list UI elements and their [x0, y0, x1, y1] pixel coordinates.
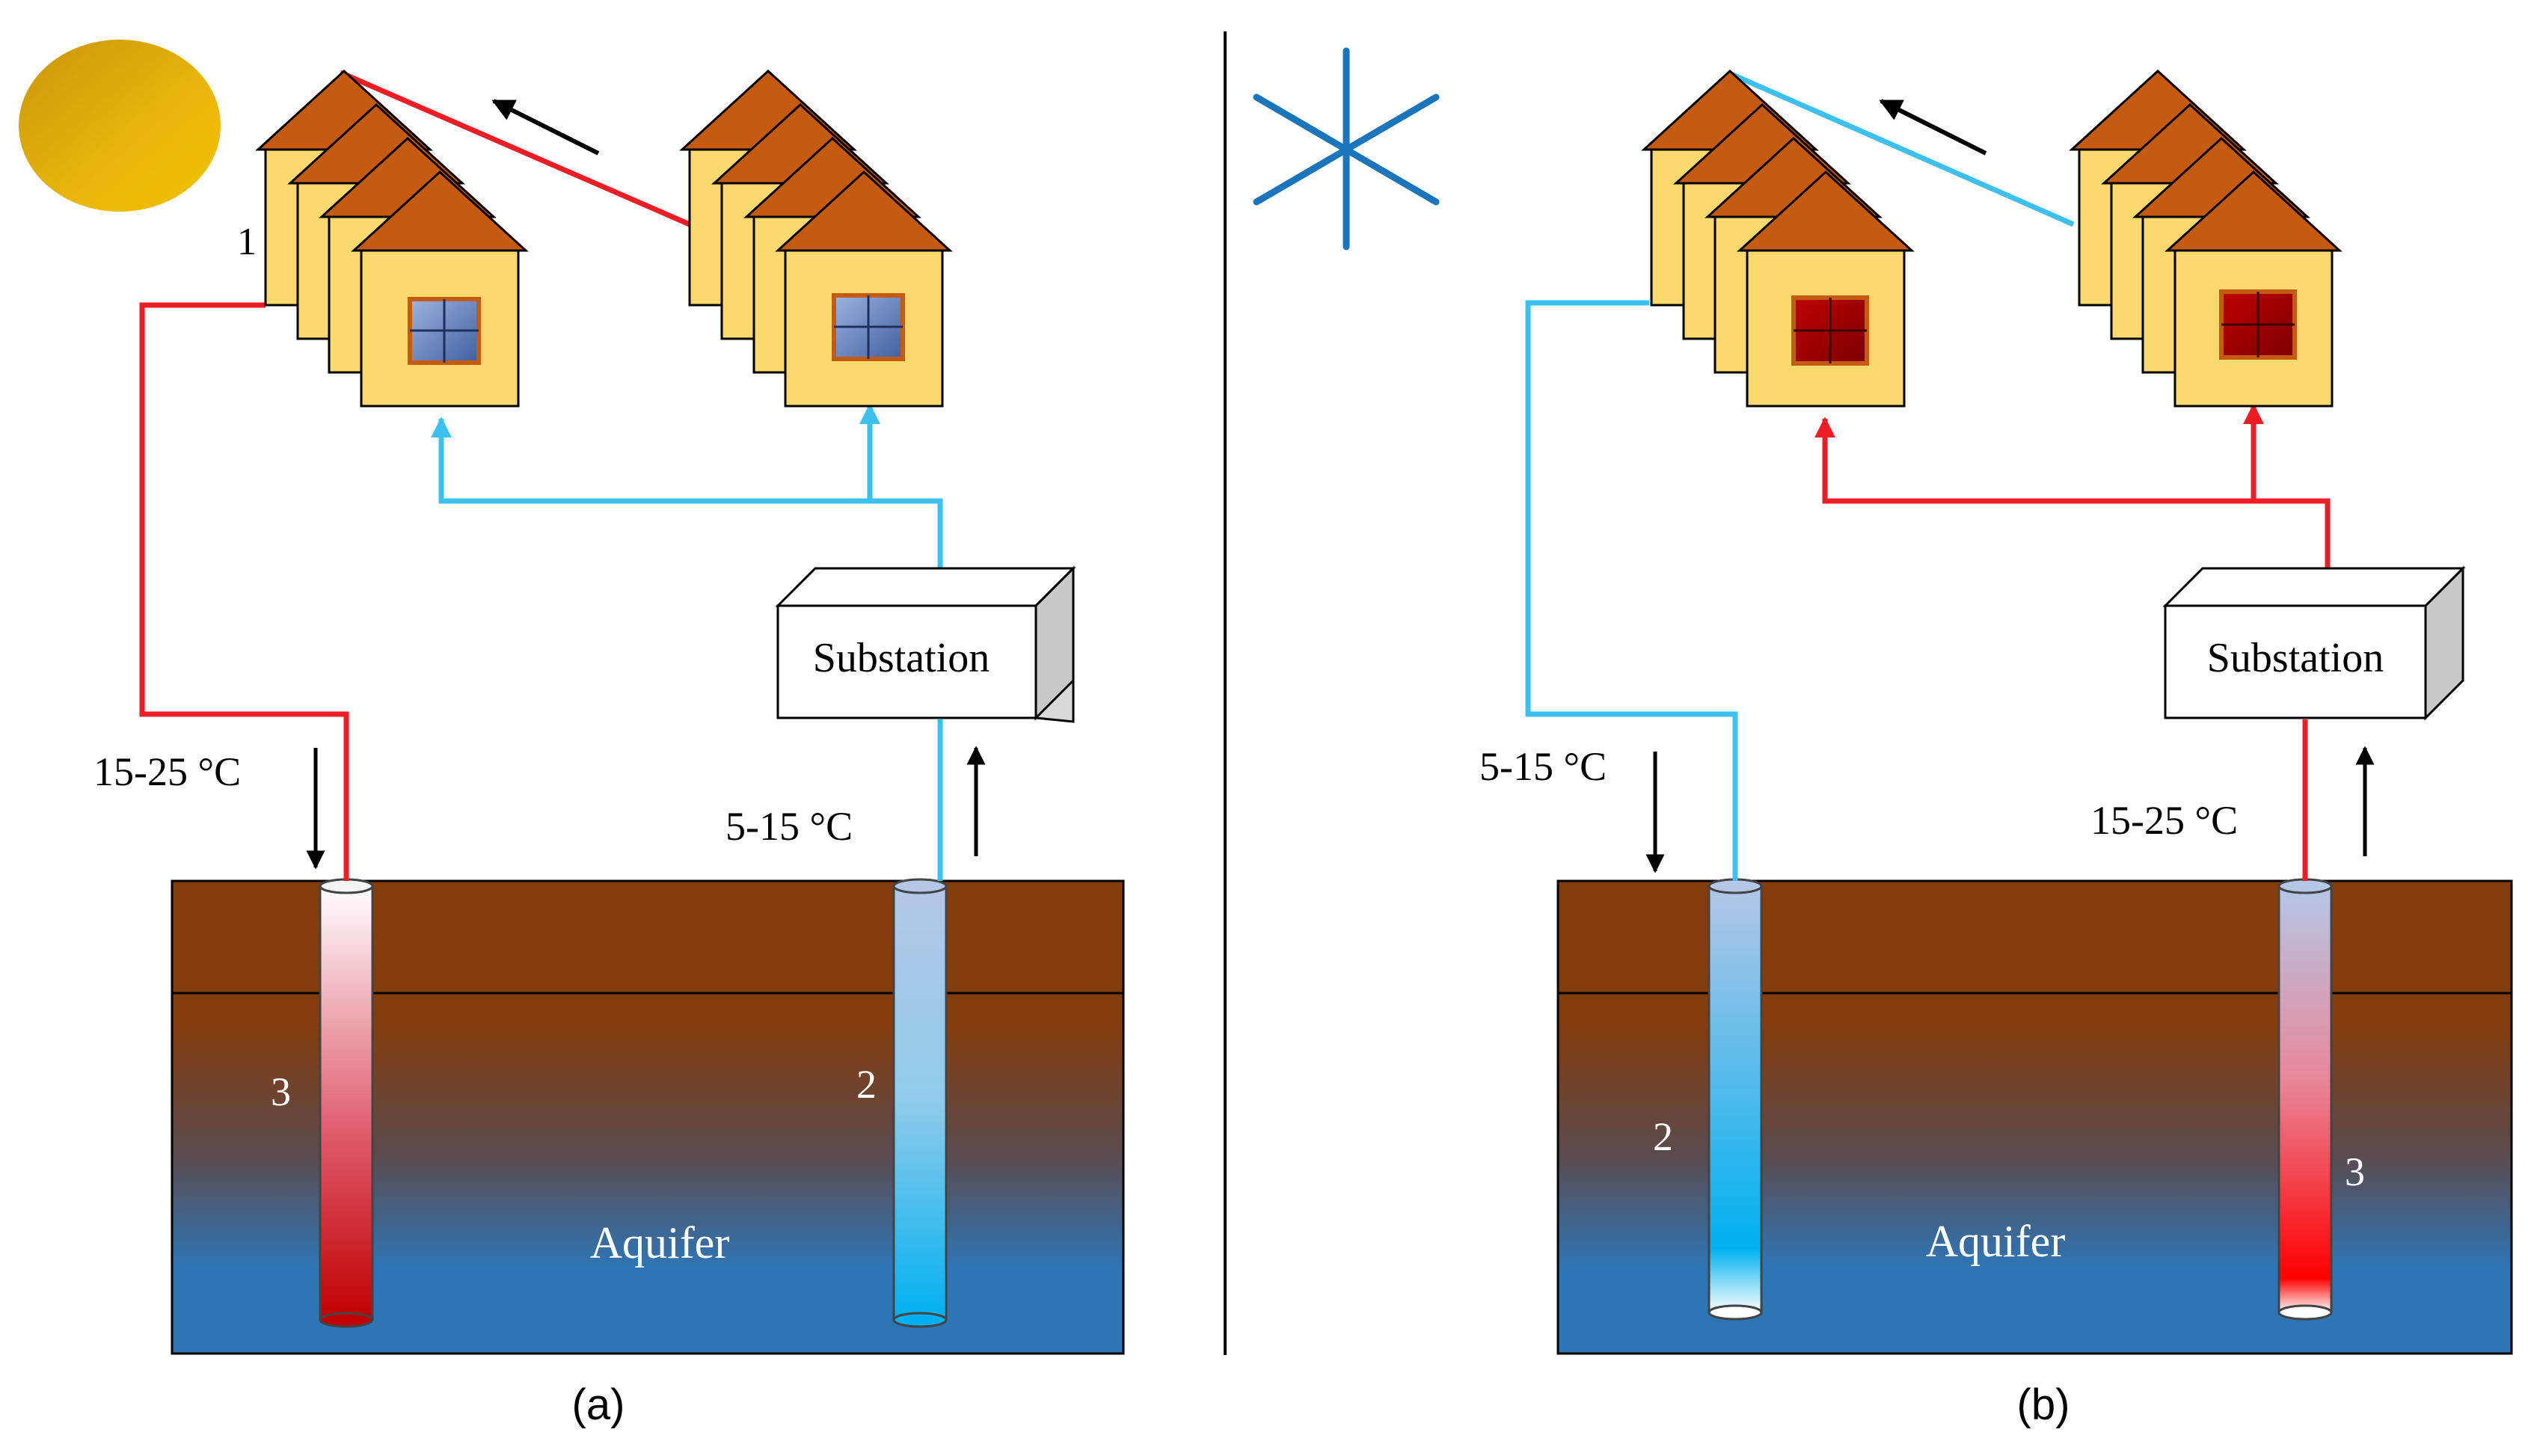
- hot-link-pipe-a: [339, 70, 691, 227]
- ground-block-b: [1556, 879, 2513, 1355]
- caption-a: (a): [572, 1380, 625, 1429]
- cold-distribution-pipe-a: [431, 417, 943, 568]
- warm-well-number-a: 3: [271, 1069, 291, 1114]
- hot-distribution-pipe-b: [1814, 417, 2331, 568]
- aquifer-label-a: Aquifer: [590, 1218, 730, 1268]
- panel-a: Substation 1 15-25 °C 5-15: [19, 40, 1125, 1429]
- ground-block-a: [171, 879, 1125, 1355]
- cold-well-number-a: 2: [856, 1062, 877, 1107]
- snowflake-icon: [1253, 47, 1440, 251]
- warm-well-number-b: 3: [2345, 1149, 2365, 1194]
- cold-well-number-b: 2: [1653, 1114, 1673, 1159]
- panel-b: Substation 5-15 °C 15-25 °C: [1253, 47, 2513, 1429]
- cold-return-pipe-b: [1525, 300, 1738, 881]
- flow-arrow-left-b: [1879, 99, 1987, 156]
- warm-well-a: [319, 878, 374, 1328]
- hot-return-pipe-a: [139, 302, 349, 881]
- house-group-1-a: [257, 70, 527, 408]
- sun-icon: [19, 40, 221, 212]
- extraction-temp-b: 15-25 °C: [2090, 798, 2238, 843]
- warm-well-b: [2277, 878, 2333, 1321]
- injection-temp-b: 5-15 °C: [1479, 744, 1607, 789]
- caption-b: (b): [2017, 1380, 2070, 1429]
- house-group-1-b: [1642, 70, 1913, 408]
- building-number-a: 1: [237, 221, 257, 263]
- injection-temp-a: 15-25 °C: [93, 749, 241, 794]
- house-group-2-b: [2070, 70, 2341, 408]
- substation-label-a: Substation: [813, 635, 990, 681]
- cold-link-pipe-b: [1726, 70, 2075, 227]
- cold-well-b: [1708, 878, 1763, 1321]
- substation-a: Substation: [775, 565, 1076, 723]
- extraction-temp-a: 5-15 °C: [725, 804, 853, 849]
- cold-well-a: [892, 878, 948, 1328]
- substation-label-b: Substation: [2207, 635, 2384, 681]
- aquifer-label-b: Aquifer: [1926, 1217, 2066, 1266]
- flow-arrow-left-a: [491, 99, 600, 156]
- house-group-2-a: [681, 70, 951, 408]
- substation-b: Substation: [2162, 565, 2466, 721]
